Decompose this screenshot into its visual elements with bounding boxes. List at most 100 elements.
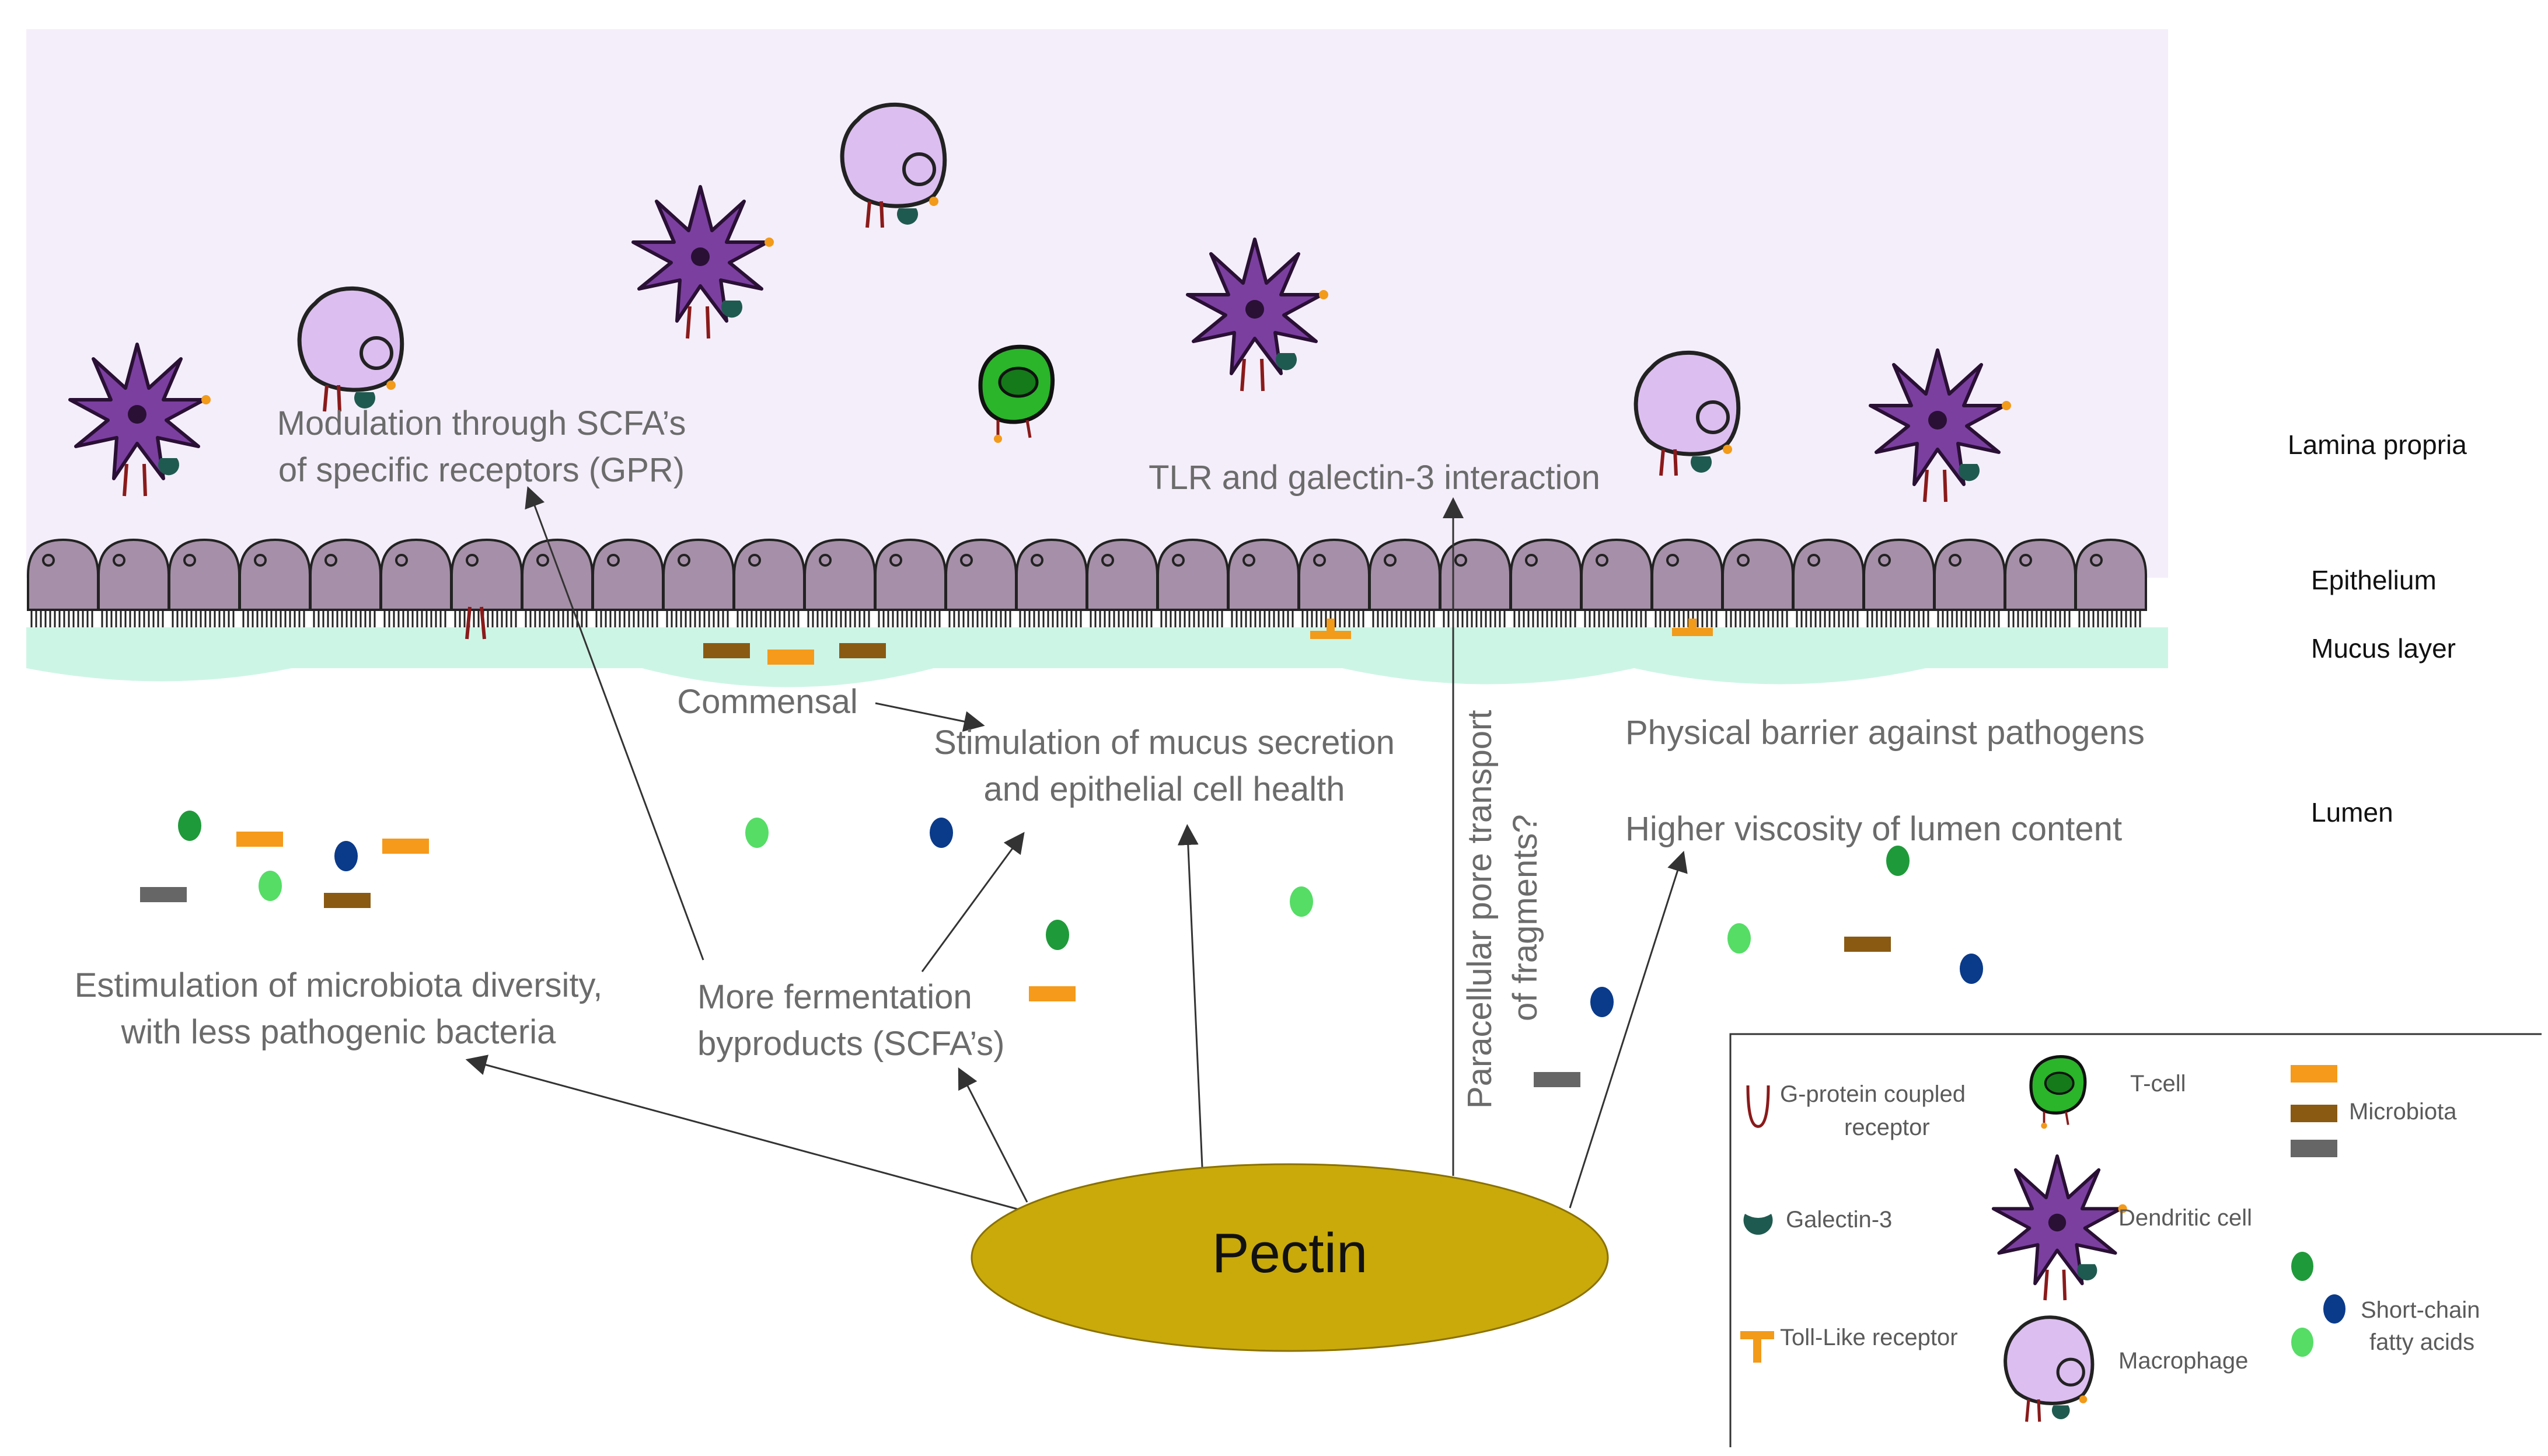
mucus-effect-line2: and epithelial cell health (983, 770, 1345, 808)
scfa-legend-light-green (2291, 1328, 2313, 1357)
arrow-commensal (875, 702, 985, 732)
scfa-light-green (1727, 923, 1751, 954)
tcell-legend-icon (2031, 1057, 2085, 1129)
arrow-diversity (465, 1055, 1025, 1212)
scfa-blue (1590, 987, 1614, 1017)
tlr-effect: TLR and galectin-3 interaction (1149, 459, 1600, 497)
epithelial-cell (733, 539, 805, 629)
epithelial-cell (1863, 539, 1935, 629)
epithelial-cell (1157, 539, 1229, 629)
mucus-layer-region (26, 627, 2168, 687)
scfa-dark-green (1886, 846, 1910, 876)
paracellular-line2: of fragments? (1506, 814, 1544, 1021)
scfa-legend-dark-green (2291, 1252, 2313, 1281)
arrow-mucus (1177, 824, 1203, 1168)
legend-scfa-line1: Short-chain (2361, 1297, 2480, 1323)
epithelial-cell (662, 539, 735, 629)
epithelial-cell (1651, 539, 1723, 629)
epithelial-cell (380, 539, 452, 629)
epithelial-cell (239, 539, 311, 629)
layer-label-lamina-propria: Lamina propria (2288, 430, 2467, 460)
epithelial-cell (1298, 539, 1370, 629)
microbiota-grey (1534, 1072, 1580, 1087)
microbiota-brown (324, 893, 371, 908)
diversity-effect-line1: Estimulation of microbiota diversity, (75, 966, 603, 1004)
epithelial-cell (1369, 539, 1441, 629)
microbiota-grey (140, 887, 187, 902)
galectin-legend-icon (1743, 1214, 1773, 1235)
microbiota-orange (236, 832, 283, 847)
epithelial-cell (1439, 539, 1512, 629)
epithelial-cell (1086, 539, 1158, 629)
scfa-light-green (745, 818, 769, 848)
microbiota-brown (703, 643, 750, 658)
scfa-dark-green (178, 811, 201, 841)
legend-dendritic: Dendritic cell (2118, 1205, 2252, 1231)
diversity-effect-line2: with less pathogenic bacteria (121, 1013, 557, 1051)
epithelial-cell (1227, 539, 1300, 629)
legend-tlr: Toll-Like receptor (1780, 1325, 1958, 1350)
epithelial-cell (945, 539, 1017, 629)
scfa-dark-green (1046, 920, 1069, 950)
scfa-blue (1960, 954, 1983, 984)
arrow-gpr (525, 486, 704, 961)
paracellular-line1: Paracellular pore transport (1461, 710, 1499, 1109)
pectin-label: Pectin (1212, 1222, 1368, 1284)
microbiota-orange (767, 650, 814, 665)
pectin-ellipse (971, 1163, 1609, 1352)
microbiota-brown (1844, 937, 1891, 952)
arrow-fermentation-mucus (921, 832, 1025, 972)
commensal-label: Commensal (677, 683, 857, 721)
legend-microbiota: Microbiota (2349, 1099, 2457, 1125)
epithelial-cell (1792, 539, 1865, 629)
dendritic-legend-icon (1994, 1156, 2127, 1300)
epithelial-cell (451, 539, 523, 629)
macrophage-legend-icon (2005, 1317, 2092, 1422)
scfa-light-green (1290, 886, 1313, 917)
epithelial-cell (1933, 539, 2006, 629)
layer-label-epithelium: Epithelium (2311, 565, 2437, 595)
microbiota-legend-brown (2291, 1105, 2337, 1122)
arrow-fermentation (958, 1067, 1028, 1203)
gpr-effect-line2: of specific receptors (GPR) (278, 451, 685, 489)
epithelial-cell (592, 539, 664, 629)
legend-tcell: T-cell (2130, 1071, 2186, 1097)
epithelial-cell (1580, 539, 1653, 629)
microbiota-legend-orange (2291, 1065, 2337, 1083)
epithelial-cell (97, 539, 170, 629)
epithelial-cell (309, 539, 382, 629)
scfa-legend-blue (2323, 1294, 2345, 1324)
gpcr-on-epithelium (465, 606, 486, 640)
scfa-blue (930, 818, 953, 848)
microbiota-brown (839, 643, 886, 658)
legend: G-protein coupled receptor T-cell Microb… (1729, 1033, 2542, 1447)
legend-macrophage: Macrophage (2118, 1348, 2248, 1374)
microbiota-orange (1029, 986, 1076, 1001)
epithelial-cell (521, 539, 594, 629)
tlr-on-epithelium (1672, 619, 1713, 636)
epithelial-cell (804, 539, 876, 629)
scfa-blue (334, 841, 358, 871)
fermentation-effect-line2: byproducts (SCFA’s) (697, 1025, 1004, 1063)
epithelial-cell (1015, 539, 1088, 629)
fermentation-effect-line1: More fermentation (697, 978, 972, 1016)
epithelial-cell (27, 539, 99, 629)
tlr-legend-icon (1740, 1331, 1774, 1363)
microbiota-orange (382, 839, 429, 854)
legend-scfa-line2: fatty acids (2369, 1329, 2474, 1355)
arrow-viscosity (1569, 850, 1688, 1209)
epithelial-cell (874, 539, 947, 629)
gpr-effect-line1: Modulation through SCFA’s (277, 404, 686, 442)
layer-label-lumen: Lumen (2311, 797, 2393, 827)
microbiota-legend-grey (2291, 1140, 2337, 1157)
gpcr-legend-icon (1746, 1085, 1770, 1128)
mucus-effect-line1: Stimulation of mucus secretion (934, 724, 1395, 762)
epithelial-cell (1510, 539, 1582, 629)
epithelial-cell (2004, 539, 2076, 629)
epithelial-cell (2075, 539, 2147, 629)
legend-gpcr-line2: receptor (1844, 1115, 1930, 1140)
epithelial-cell (1722, 539, 1794, 629)
scfa-light-green (259, 871, 282, 901)
viscosity-effect: Higher viscosity of lumen content (1625, 810, 2122, 848)
